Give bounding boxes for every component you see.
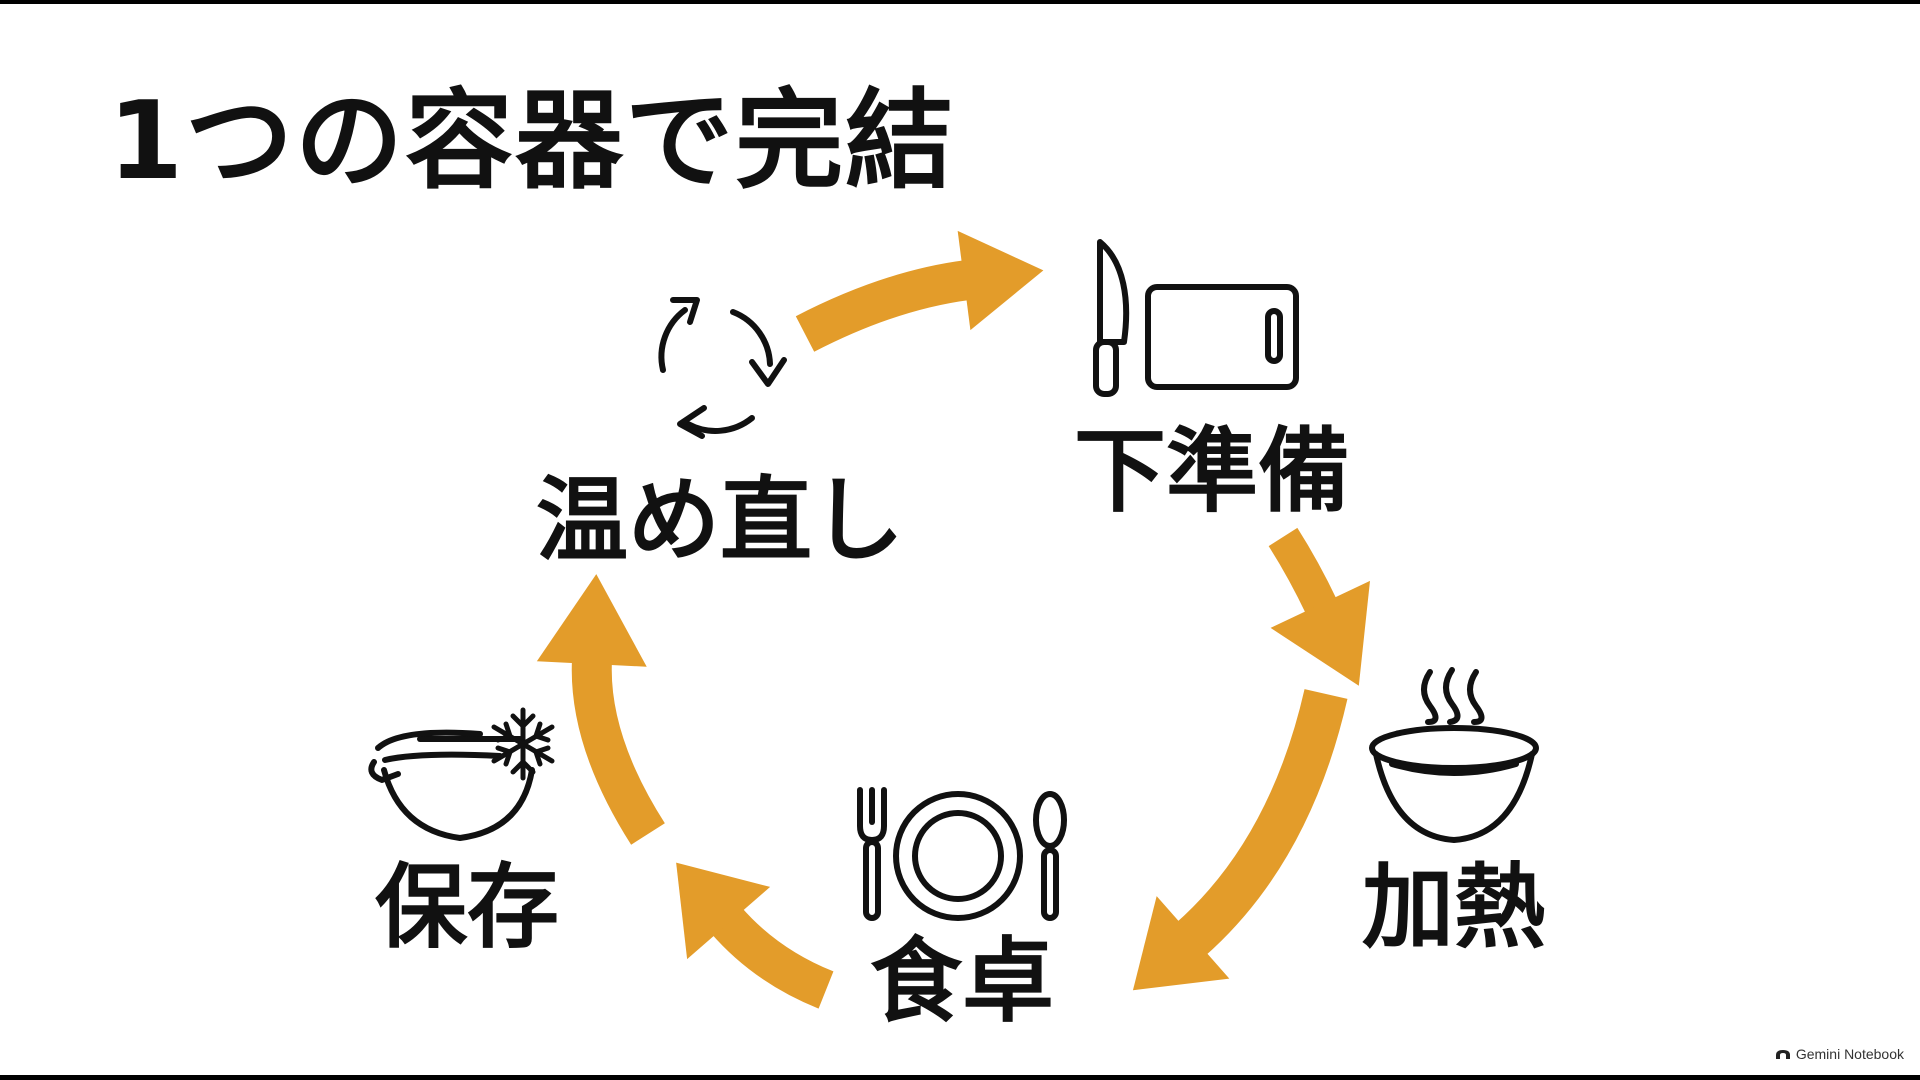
cycle-arrows <box>536 230 1370 1009</box>
arrow-preparation-to-heating-head <box>1270 580 1370 686</box>
arrow-preparation-to-heating-shaft <box>1268 527 1338 616</box>
circular-arrows-icon <box>658 297 787 439</box>
arrow-heating-to-dining-head <box>1132 896 1230 991</box>
plate-fork-spoon-icon <box>857 787 1067 921</box>
arrow-heating-to-dining-shaft <box>1175 689 1348 957</box>
step-label-reheating: 温め直し <box>536 467 905 574</box>
arrow-reheating-to-preparation-shaft <box>795 260 971 352</box>
step-label-preparation: 下準備 <box>1074 418 1351 525</box>
top-border <box>0 0 1920 4</box>
slide-title: 1つの容器で完結 <box>108 79 956 204</box>
arrow-dining-to-storage-head <box>676 862 771 960</box>
arrow-reheating-to-preparation-head <box>957 230 1044 331</box>
watermark: Gemini Notebook <box>1775 1046 1904 1062</box>
steaming-bowl-icon <box>1369 667 1539 843</box>
knife-cutting-board-icon <box>1093 239 1299 397</box>
gemini-notebook-logo-icon <box>1775 1049 1790 1059</box>
step-label-storage: 保存 <box>375 854 560 961</box>
bottom-border <box>0 1075 1920 1080</box>
step-label-heating: 加熱 <box>1362 854 1547 961</box>
bowl-with-snowflake-icon <box>368 707 555 841</box>
arrow-storage-to-reheating-shaft <box>571 659 665 845</box>
step-label-dining: 食卓 <box>870 928 1055 1035</box>
watermark-text: Gemini Notebook <box>1795 1046 1904 1062</box>
arrow-storage-to-reheating-head <box>536 574 647 667</box>
snowflake-icon <box>491 707 555 781</box>
arrow-dining-to-storage-shaft <box>710 906 834 1009</box>
